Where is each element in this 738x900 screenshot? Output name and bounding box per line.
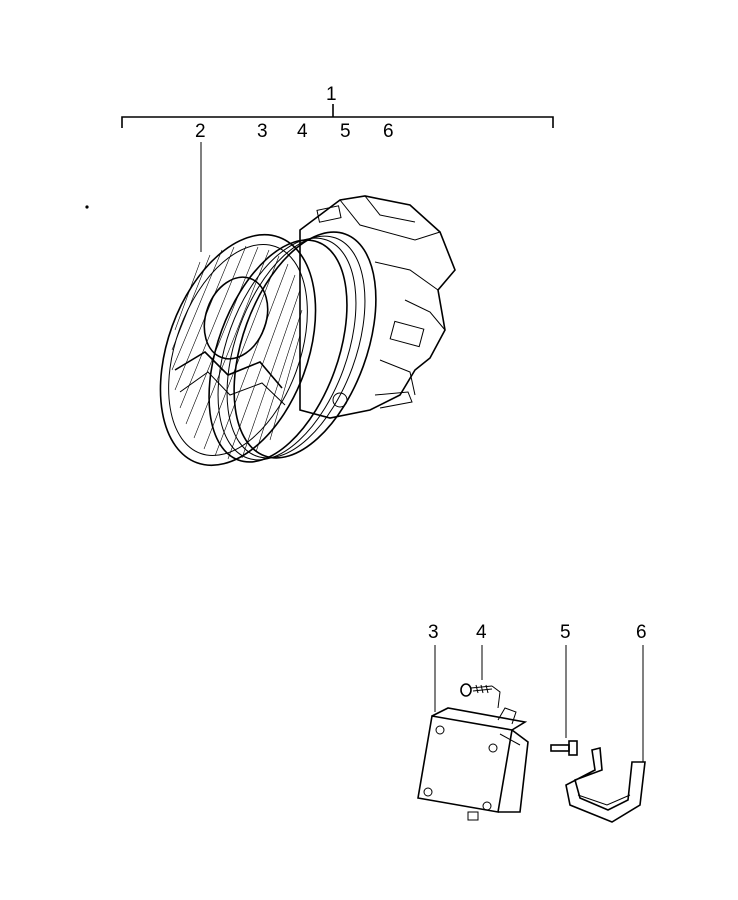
headlamp-lens xyxy=(159,233,317,467)
callout-4: 4 xyxy=(476,622,487,643)
speck xyxy=(85,205,89,209)
control-unit xyxy=(417,707,529,821)
screw xyxy=(460,683,501,709)
callout-3-top: 3 xyxy=(257,121,268,142)
callout-5-top: 5 xyxy=(340,121,351,142)
callout-6-top: 6 xyxy=(383,121,394,142)
callout-3: 3 xyxy=(428,622,439,643)
callout-2: 2 xyxy=(195,121,206,142)
lens-hatching xyxy=(171,245,303,460)
bracket xyxy=(565,746,646,823)
callout-5: 5 xyxy=(560,622,571,643)
headlamp-assembly xyxy=(159,195,456,467)
projector-circle xyxy=(203,276,269,360)
callout-1: 1 xyxy=(326,84,337,105)
callout-4-top: 4 xyxy=(297,121,308,142)
bolt xyxy=(550,740,578,756)
assembly-bracket xyxy=(121,104,554,128)
callout-6: 6 xyxy=(636,622,647,643)
